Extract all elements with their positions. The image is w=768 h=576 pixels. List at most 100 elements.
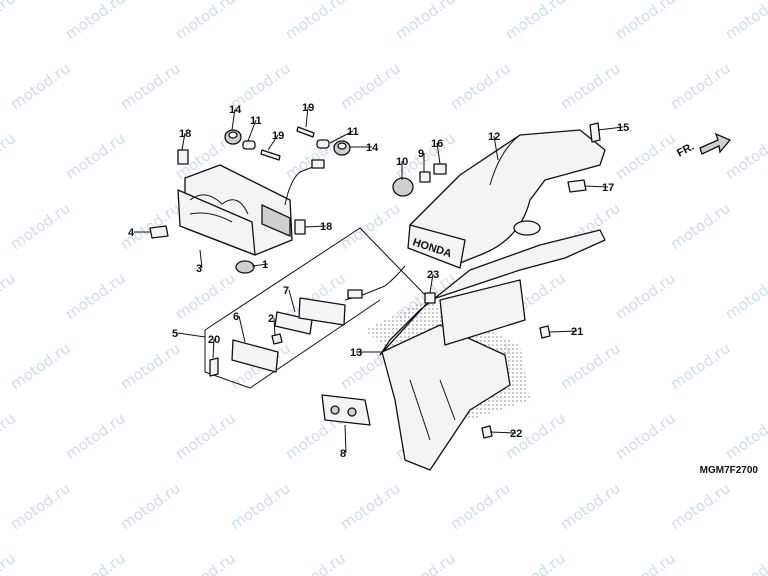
pad-4 bbox=[149, 225, 169, 239]
leader-line bbox=[583, 185, 609, 188]
callout-number: 1 bbox=[262, 259, 268, 271]
leader-line bbox=[247, 119, 257, 142]
watermark-text: motod.ru bbox=[62, 269, 129, 323]
leader-line bbox=[231, 108, 236, 131]
callout-number: 11 bbox=[347, 126, 359, 138]
callout-number: 18 bbox=[320, 221, 332, 233]
callout-number: 23 bbox=[427, 269, 439, 281]
watermark-text: motod.ru bbox=[62, 409, 129, 463]
callout-number: 14 bbox=[366, 142, 379, 154]
watermark-text: motod.ru bbox=[117, 59, 184, 113]
callout-number: 19 bbox=[302, 102, 314, 114]
socket-wire bbox=[344, 265, 406, 301]
taillight-assembly bbox=[177, 164, 293, 256]
watermark-text: motod.ru bbox=[722, 269, 768, 323]
callout-number: 11 bbox=[250, 115, 262, 127]
watermark-text: motod.ru bbox=[612, 409, 679, 463]
callout-number: 12 bbox=[488, 131, 500, 143]
bulb-2 bbox=[271, 333, 283, 345]
damper-10 bbox=[392, 177, 414, 197]
leader-line bbox=[238, 315, 246, 343]
callout-number: 18 bbox=[179, 128, 191, 140]
clip-18-top bbox=[177, 149, 189, 165]
watermark-text: motod.ru bbox=[227, 479, 294, 533]
watermark-text: motod.ru bbox=[447, 479, 514, 533]
leader-line bbox=[288, 289, 296, 313]
watermark-text: motod.ru bbox=[0, 409, 19, 463]
lens-6 bbox=[231, 339, 279, 373]
watermark-text: motod.ru bbox=[172, 269, 239, 323]
watermark-text: motod.ru bbox=[282, 0, 349, 43]
watermark-text: motod.ru bbox=[392, 0, 459, 43]
watermark-text: motod.ru bbox=[7, 199, 74, 253]
callout-number: 2 bbox=[268, 313, 274, 325]
watermark-text: motod.ru bbox=[62, 129, 129, 183]
leader-line bbox=[267, 134, 279, 151]
socket bbox=[347, 289, 363, 299]
clip-17 bbox=[567, 179, 587, 193]
watermark-text: motod.ru bbox=[7, 59, 74, 113]
watermark-text: motod.ru bbox=[447, 59, 514, 113]
watermark-text: motod.ru bbox=[557, 479, 624, 533]
watermark-text: motod.ru bbox=[667, 199, 734, 253]
callout-number: 20 bbox=[208, 334, 220, 346]
watermark-text: motod.ru bbox=[612, 129, 679, 183]
bolt-22 bbox=[481, 425, 493, 439]
watermark-text: motod.ru bbox=[337, 59, 404, 113]
callout-number: 15 bbox=[617, 122, 629, 134]
watermark-text: motod.ru bbox=[282, 549, 349, 576]
leader-line bbox=[429, 273, 434, 294]
watermark-text: motod.ru bbox=[0, 129, 19, 183]
clip-18-right bbox=[294, 219, 306, 235]
callout-number: 17 bbox=[602, 182, 614, 194]
rear-fender-13 bbox=[365, 229, 606, 471]
leader-line bbox=[305, 106, 309, 128]
callout-number: 3 bbox=[196, 263, 202, 275]
callout-number: 22 bbox=[510, 428, 522, 440]
watermark-text: motod.ru bbox=[502, 0, 569, 43]
watermark-text: motod.ru bbox=[722, 129, 768, 183]
assembly-outline bbox=[204, 227, 431, 331]
watermark-text: motod.ru bbox=[612, 269, 679, 323]
leader-line bbox=[329, 130, 354, 144]
screw-20 bbox=[209, 357, 219, 377]
watermark-text: motod.ru bbox=[337, 199, 404, 253]
callout-number: 16 bbox=[431, 138, 443, 150]
housing-7 bbox=[298, 297, 346, 326]
callout-number: 19 bbox=[272, 130, 284, 142]
assembly-bracket-5 bbox=[204, 330, 251, 389]
grommet-14-right bbox=[333, 140, 351, 156]
watermark-text: motod.ru bbox=[722, 0, 768, 43]
callout-number: 4 bbox=[128, 227, 135, 239]
watermark-text: motod.ru bbox=[337, 479, 404, 533]
callout-number: 13 bbox=[350, 347, 362, 359]
watermark-text: motod.ru bbox=[667, 479, 734, 533]
watermark-text: motod.ru bbox=[0, 269, 19, 323]
bolt-19-left bbox=[260, 149, 281, 161]
connector bbox=[311, 159, 325, 169]
leader-line bbox=[493, 135, 499, 161]
rubber-1 bbox=[235, 260, 255, 274]
bolt-21 bbox=[539, 325, 551, 339]
watermark-text: motod.ru bbox=[557, 59, 624, 113]
nut-23 bbox=[424, 292, 436, 304]
collar-11-right bbox=[316, 139, 330, 149]
watermark-text: motod.ru bbox=[722, 409, 768, 463]
watermark-text: motod.ru bbox=[612, 549, 679, 576]
leader-line bbox=[597, 126, 624, 131]
watermark-text: motod.ru bbox=[0, 549, 19, 576]
callout-number: 9 bbox=[418, 148, 424, 160]
bolt-15 bbox=[589, 122, 601, 143]
watermark-text: motod.ru bbox=[0, 0, 19, 43]
watermark-text: motod.ru bbox=[172, 409, 239, 463]
watermark-text: motod.ru bbox=[667, 339, 734, 393]
leader-line bbox=[489, 431, 517, 434]
collar-9 bbox=[419, 171, 431, 183]
watermark-text: motod.ru bbox=[557, 339, 624, 393]
callout-number: 6 bbox=[233, 311, 239, 323]
watermark-text: motod.ru bbox=[612, 0, 679, 43]
assembly-outline-lower bbox=[249, 299, 381, 389]
